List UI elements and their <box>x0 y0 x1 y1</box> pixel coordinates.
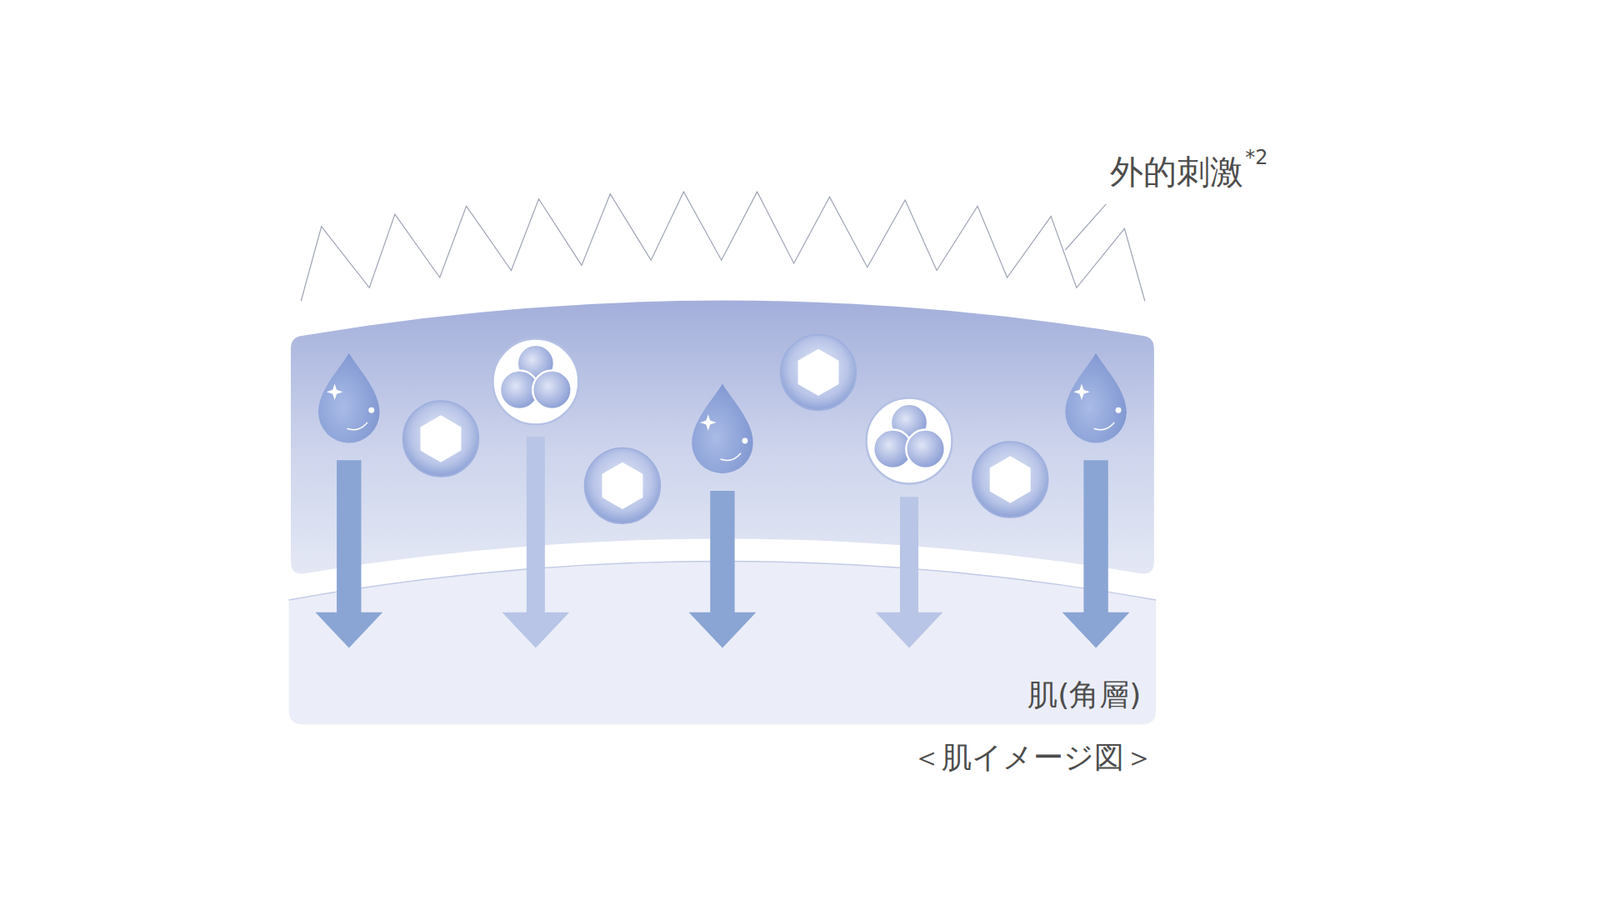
sphere-cluster <box>866 398 953 485</box>
hexagon-ball <box>403 400 480 477</box>
skin-layer-band: 肌(角層) <box>289 612 1157 725</box>
footnote-mark: *2 <box>1245 146 1268 169</box>
sphere-cluster <box>492 339 579 425</box>
water-drop <box>691 383 753 474</box>
stimulus-zigzag <box>300 191 1145 301</box>
hexagon-ball <box>585 448 661 525</box>
water-drop <box>1065 353 1126 444</box>
water-drop <box>318 353 380 444</box>
layer-label: 肌(角層) <box>1027 678 1141 712</box>
figure-caption: ＜肌イメージ図＞ <box>911 740 1155 775</box>
hexagon-ball <box>972 441 1049 518</box>
stimulus-label: 外的刺激 <box>1110 153 1244 190</box>
leader-line <box>1065 204 1106 250</box>
hexagon-ball <box>780 335 857 411</box>
